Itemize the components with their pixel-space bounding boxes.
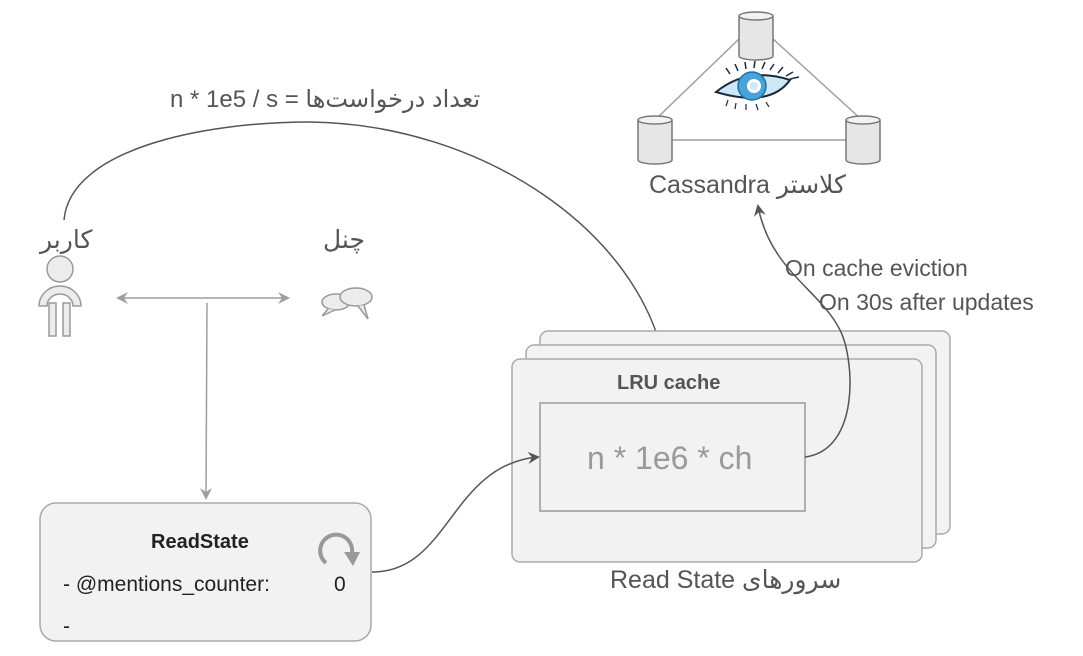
cassandra-cluster bbox=[637, 11, 881, 165]
readstate-box bbox=[39, 502, 372, 642]
persist-note-line2: On 30s after updates bbox=[819, 289, 1034, 315]
readstate-title: ReadState bbox=[151, 531, 249, 553]
database-cylinder-icon bbox=[845, 115, 881, 165]
readstate-to-cache-arrow bbox=[371, 451, 540, 573]
user-label: کاربر bbox=[40, 226, 93, 254]
cassandra-cluster-label: کلاستر Cassandra bbox=[649, 171, 846, 199]
cluster-link bbox=[771, 37, 863, 121]
persist-note-line1: On cache eviction bbox=[785, 255, 968, 281]
database-cylinder-icon bbox=[738, 11, 774, 61]
readstate-field-value: 0 bbox=[334, 573, 346, 596]
cache-size-label: n * 1e6 * ch bbox=[587, 440, 753, 476]
request-arrow bbox=[63, 121, 670, 367]
database-cylinder-icon bbox=[637, 115, 673, 165]
refresh-icon bbox=[318, 532, 360, 566]
cassandra-eye-icon bbox=[713, 60, 800, 111]
lru-cache-box bbox=[539, 402, 806, 512]
read-state-server-stack bbox=[511, 330, 951, 563]
channel-label: چنل bbox=[323, 226, 365, 254]
user-icon bbox=[38, 255, 82, 337]
cluster-link bbox=[654, 37, 741, 121]
chat-bubbles-icon bbox=[321, 287, 373, 320]
request-rate-label: تعداد درخواست‌ها = n * 1e5 / s bbox=[170, 86, 481, 113]
lru-cache-title: LRU cache bbox=[617, 372, 721, 394]
read-state-servers-label: سرورهای Read State bbox=[610, 566, 842, 594]
readstate-field-name: - @mentions_counter: bbox=[63, 573, 270, 596]
readstate-link bbox=[200, 302, 213, 500]
readstate-field-name: - bbox=[63, 615, 70, 638]
persist-arrow bbox=[753, 204, 851, 458]
